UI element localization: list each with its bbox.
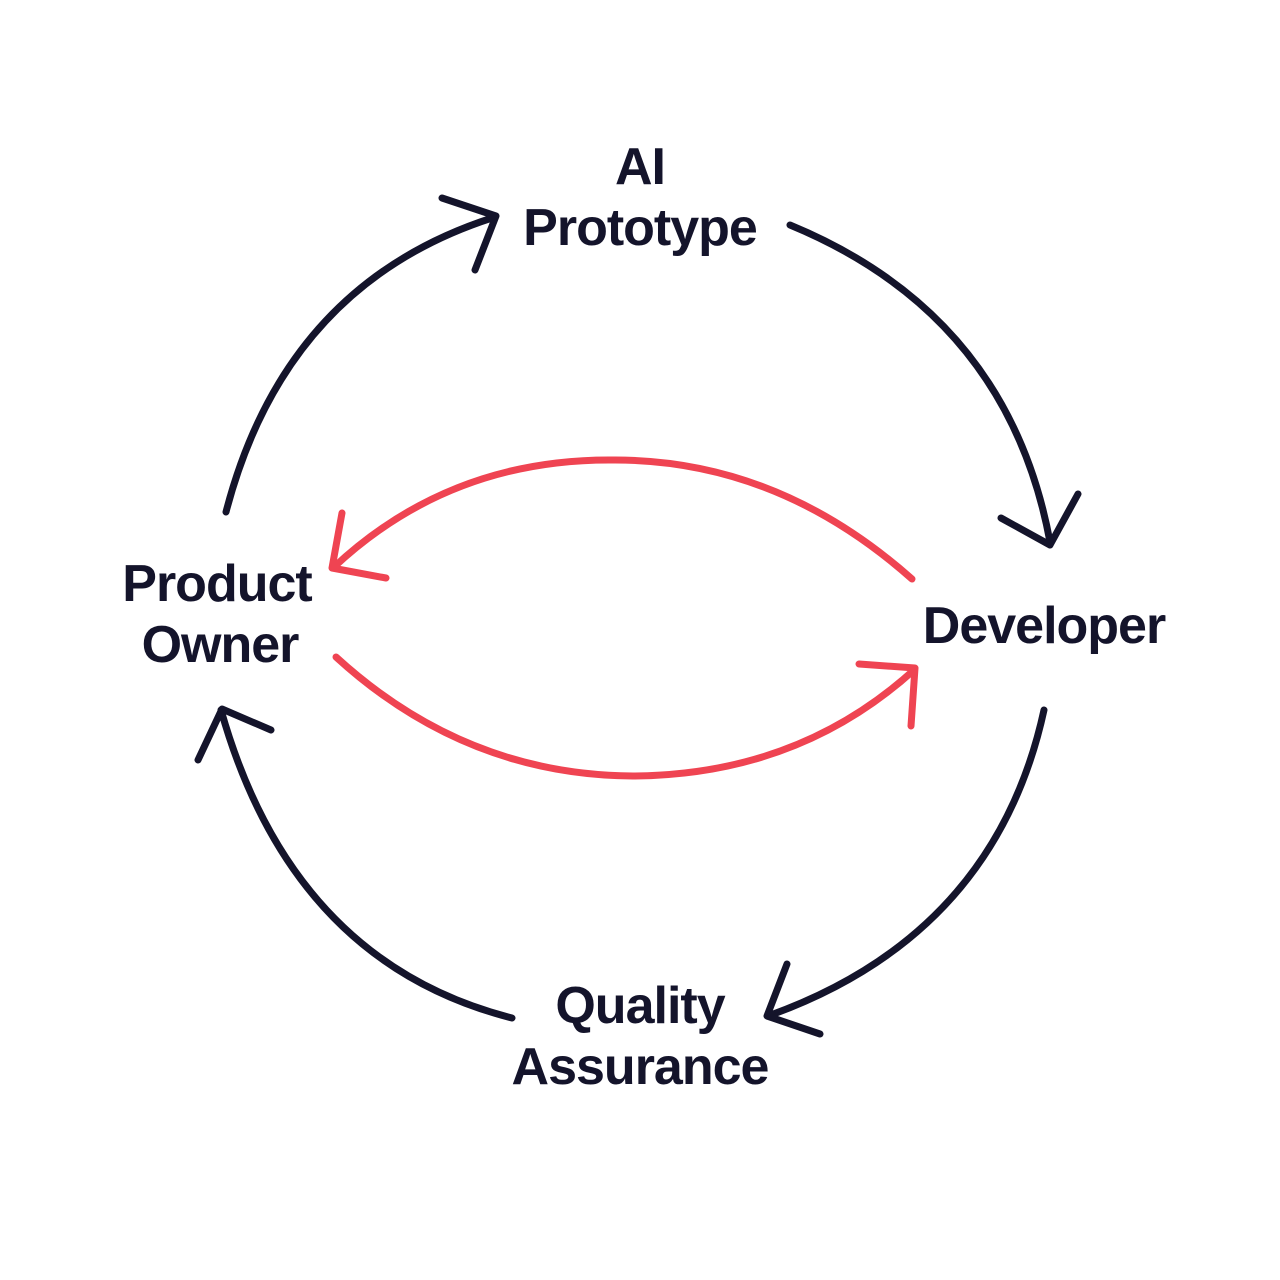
node-developer-line1: Developer [923, 597, 1166, 655]
node-ai-prototype-line1: AI [615, 138, 665, 196]
node-product-owner-line1: Product [122, 555, 312, 613]
node-quality-assurance-line2: Assurance [512, 1038, 769, 1096]
arrow-developer-to-product-owner [328, 456, 916, 583]
node-quality-assurance: Quality Assurance [512, 977, 770, 1096]
node-product-owner-line2: Owner [142, 616, 300, 674]
node-quality-assurance-line1: Quality [555, 977, 725, 1035]
arrow-quality-assurance-to-product-owner [194, 705, 516, 1022]
node-ai-prototype: AI Prototype [523, 138, 758, 257]
node-product-owner: Product Owner [122, 555, 313, 674]
arrow-product-owner-to-ai-prototype [222, 194, 500, 516]
arrow-ai-prototype-to-developer [786, 221, 1082, 549]
node-ai-prototype-line2: Prototype [523, 199, 757, 257]
arrow-product-owner-to-developer [332, 653, 919, 780]
node-developer: Developer [923, 597, 1167, 655]
arrow-developer-to-quality-assurance [763, 706, 1048, 1038]
